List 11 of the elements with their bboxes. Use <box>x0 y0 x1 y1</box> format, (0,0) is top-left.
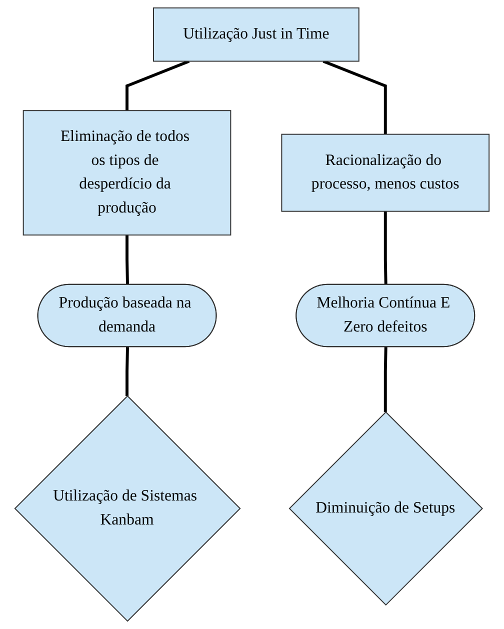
node-diamond: Utilização de Sistemas Kanbam <box>14 395 241 622</box>
node-diamond: Diminuição de Setups <box>288 411 483 606</box>
connector <box>384 347 388 412</box>
node-box: Eliminação de todos os tipos de desperdício da produção <box>22 110 232 236</box>
connector <box>126 347 129 396</box>
connector <box>384 211 388 285</box>
connector <box>322 60 387 134</box>
connector <box>126 235 129 285</box>
connector <box>126 60 190 111</box>
node-box: Utilização Just in Time <box>153 7 360 62</box>
node-box: Racionalização do processo, menos custos <box>281 134 490 212</box>
